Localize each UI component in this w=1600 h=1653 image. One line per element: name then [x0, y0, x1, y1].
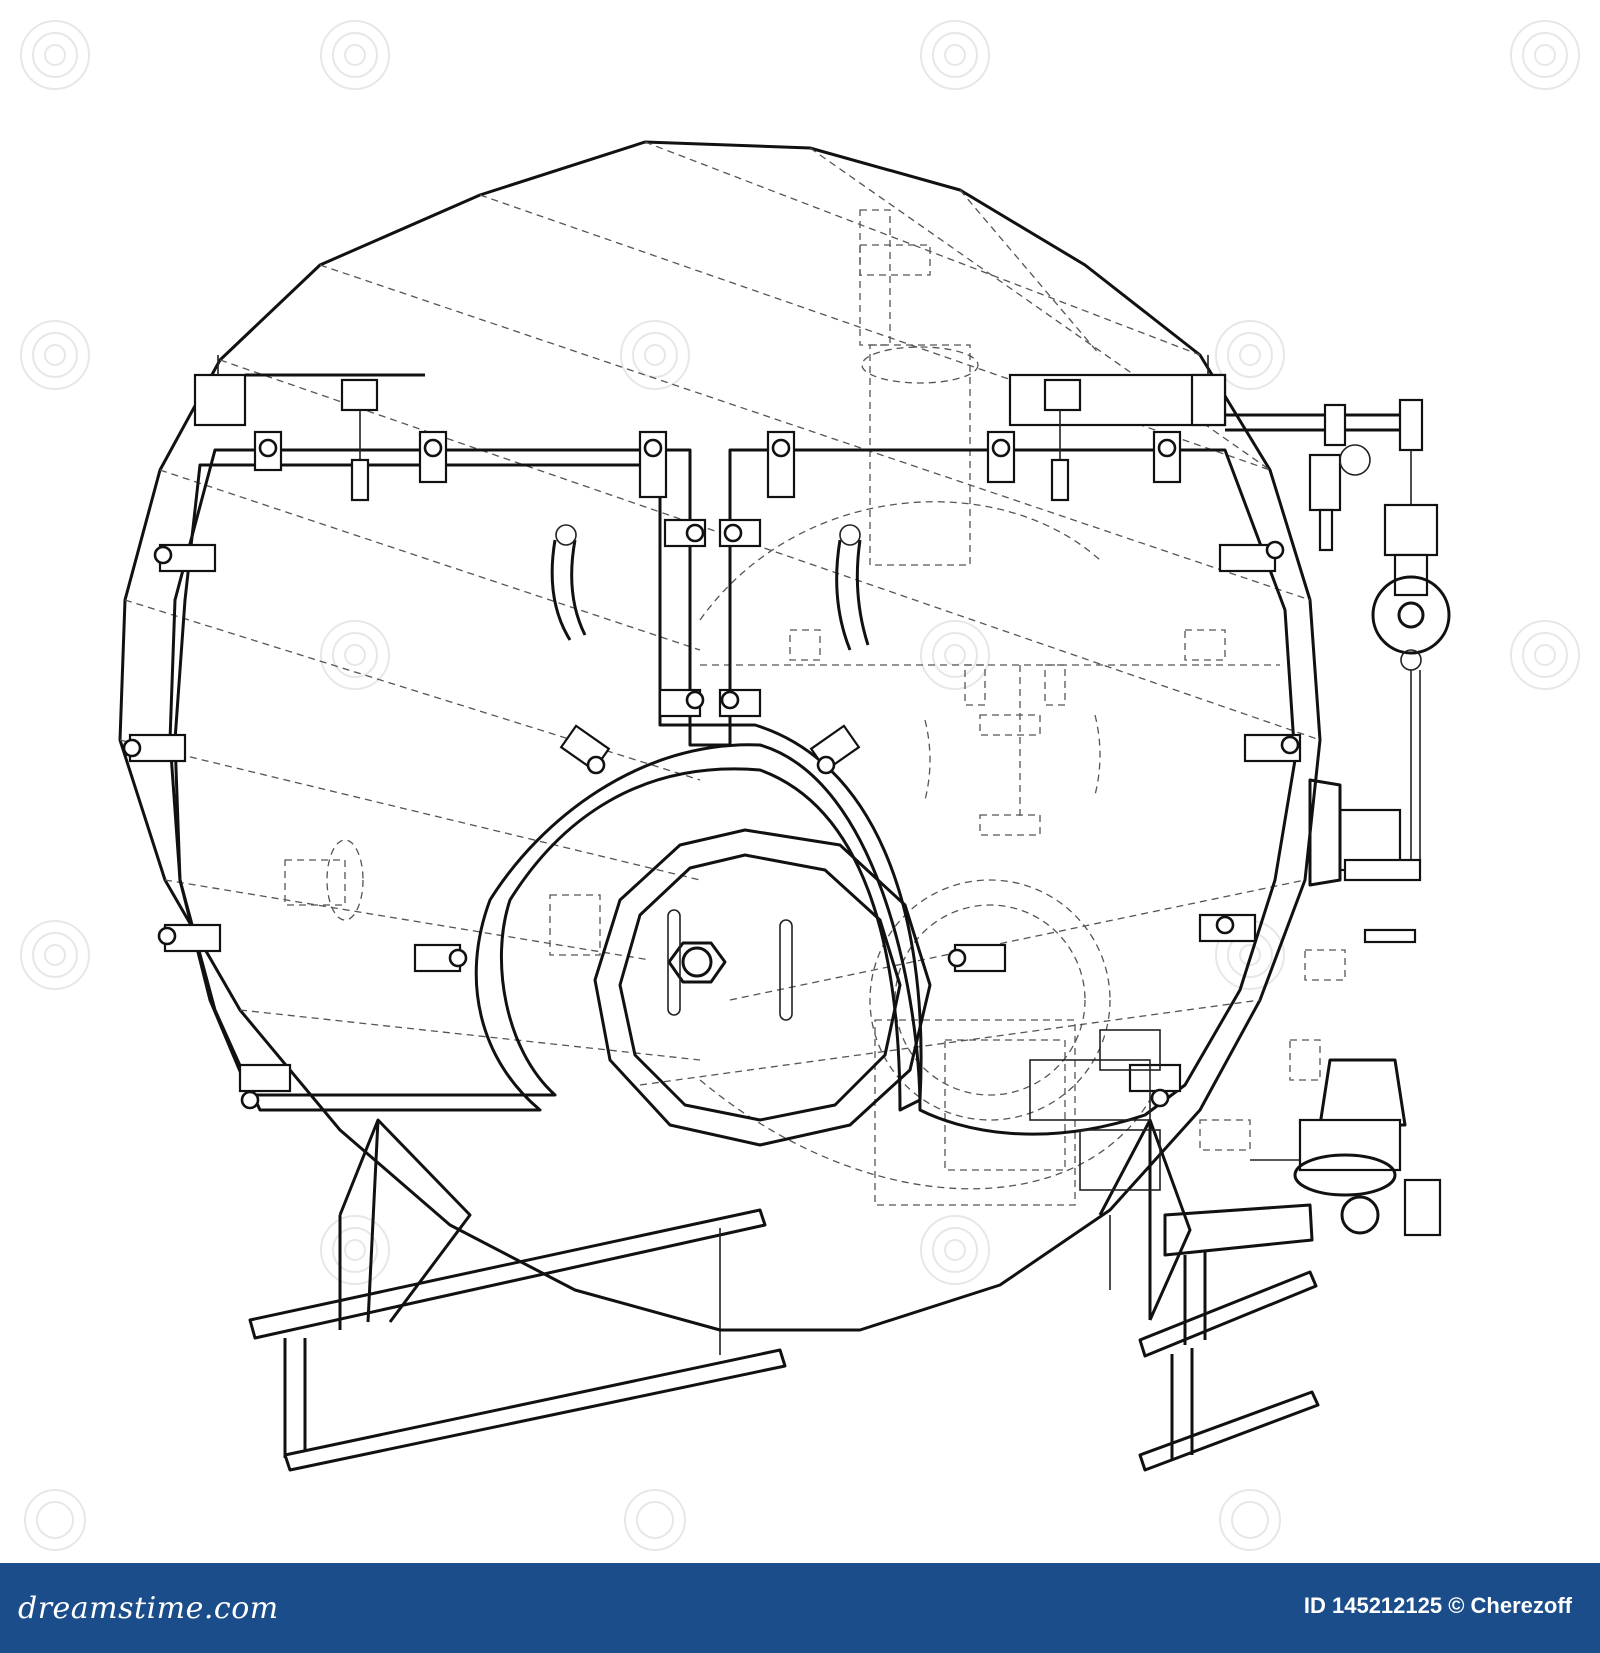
- boiler-wireframe-drawing: [20, 20, 1580, 1551]
- door-handle-left: [550, 539, 587, 641]
- door-bolts: [122, 430, 1302, 1110]
- outer-door-frame: [168, 448, 1297, 1136]
- inner-door-frame: [173, 463, 923, 1112]
- dreamstime-logo-text: dreamstime.com: [18, 1591, 279, 1626]
- top-lugs: [193, 355, 1227, 502]
- image-credit: ID 145212125 © Cherezoff: [1303, 1593, 1572, 1618]
- boiler-shell: [118, 140, 1322, 1332]
- watermark-footer: dreamstime.com ID 145212125 © Cherezoff: [0, 1563, 1600, 1653]
- hex-nut-icon: [667, 941, 727, 984]
- hidden-lines: [119, 141, 1346, 1206]
- base-beams: [248, 1203, 1320, 1472]
- burner-assembly: [1029, 1029, 1442, 1237]
- furnace-opening: [593, 828, 932, 1147]
- door-handle-right: [835, 539, 870, 651]
- right-fittings: [1225, 398, 1451, 944]
- saddle-supports: [338, 1118, 1192, 1330]
- watermark-pattern: [20, 20, 1580, 1551]
